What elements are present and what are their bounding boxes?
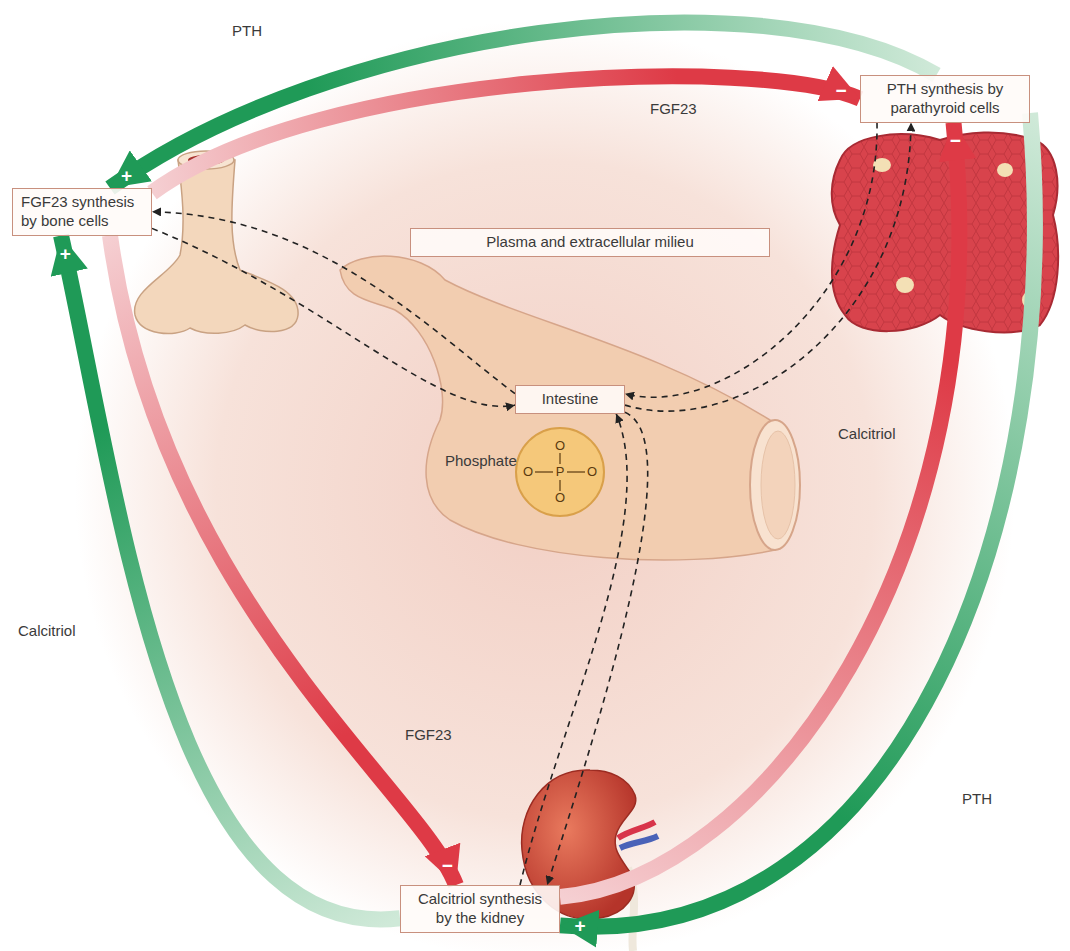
node-text: Intestine [524,390,616,409]
hormone-label: PTH [232,22,262,40]
node-text: Plasma and extracellular milieu [419,233,761,252]
bone-label-box: FGF23 synthesis by bone cells [12,188,152,236]
hormone-label: PTH [962,790,992,808]
node-text: FGF23 synthesis by bone cells [21,193,143,231]
bond [559,480,560,491]
parathyroid-label-box: PTH synthesis by parathyroid cells [860,75,1030,123]
inhibition-arrow [110,236,456,886]
intestine-opening [750,420,800,550]
atom-symbol: O [523,464,533,480]
phosphate-label: Phosphate [445,452,517,470]
bond [567,471,585,472]
effect-sign: − [442,855,453,878]
hormone-label: Calcitriol [18,622,76,640]
exchange-arrow [625,123,911,412]
parathyroid-gland [997,163,1013,177]
milieu-label-box: Plasma and extracellular milieu [410,228,770,257]
effect-sign: + [60,243,71,266]
effect-sign: + [121,165,132,188]
exchange-arrow [625,123,877,398]
hormone-label: FGF23 [405,726,452,744]
effect-sign: − [950,131,961,154]
atom-symbol: P [556,464,565,480]
intestine-lumen [761,431,795,539]
bond [559,453,560,464]
parathyroid-gland [896,277,914,293]
atom-symbol: O [555,438,565,454]
stimulation-arrow [110,22,937,188]
atom-symbol: O [555,490,565,506]
parathyroid-cells [832,132,1058,332]
renal-artery [618,822,655,838]
effect-sign: + [574,915,585,938]
parathyroid-illustration [832,132,1058,332]
node-text: PTH synthesis by parathyroid cells [869,80,1021,118]
node-text: Calcitriol synthesis by the kidney [409,890,551,928]
inhibition-arrow [152,76,860,192]
effect-sign: − [836,80,847,103]
atom-symbol: O [587,464,597,480]
renal-vein [620,836,658,848]
exchange-arrow [520,414,627,885]
exchange-arrow [547,412,647,885]
intestine-illustration [340,256,800,560]
phosphate-circle [516,428,604,516]
intestine-label-box: Intestine [515,385,625,414]
parathyroid-shape [832,132,1058,332]
intestine-tube [340,256,775,560]
kidney-label-box: Calcitriol synthesis by the kidney [400,885,560,933]
hormone-label: FGF23 [650,100,697,118]
bond [535,471,553,472]
hormone-label: Calcitriol [838,425,896,443]
